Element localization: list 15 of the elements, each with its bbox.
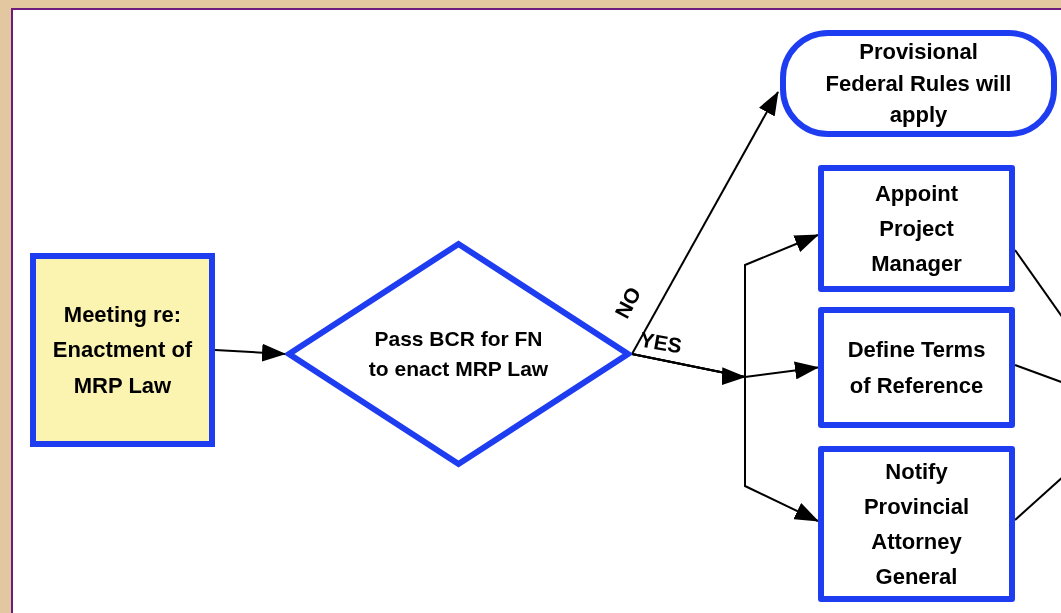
arrow (631, 91, 779, 355)
node-text: Define Terms of Reference (846, 336, 987, 400)
process-box (818, 446, 1015, 602)
process-box (30, 253, 215, 447)
process-box (818, 165, 1015, 292)
edge-label: NO (611, 283, 645, 322)
edge-label: YES (638, 328, 684, 357)
arrow (214, 343, 286, 362)
node-text: Provisional Federal Rules will apply (824, 37, 1013, 130)
node-text: Pass BCR for FN to enact MRP Law (368, 325, 549, 382)
process-box (818, 307, 1015, 428)
arrow (631, 353, 819, 522)
node-text: Appoint Project Manager (870, 179, 963, 279)
node-text: Meeting re: Enactment of MRP Law (51, 301, 194, 400)
node-text: Notify Provincial Attorney General (862, 457, 971, 592)
